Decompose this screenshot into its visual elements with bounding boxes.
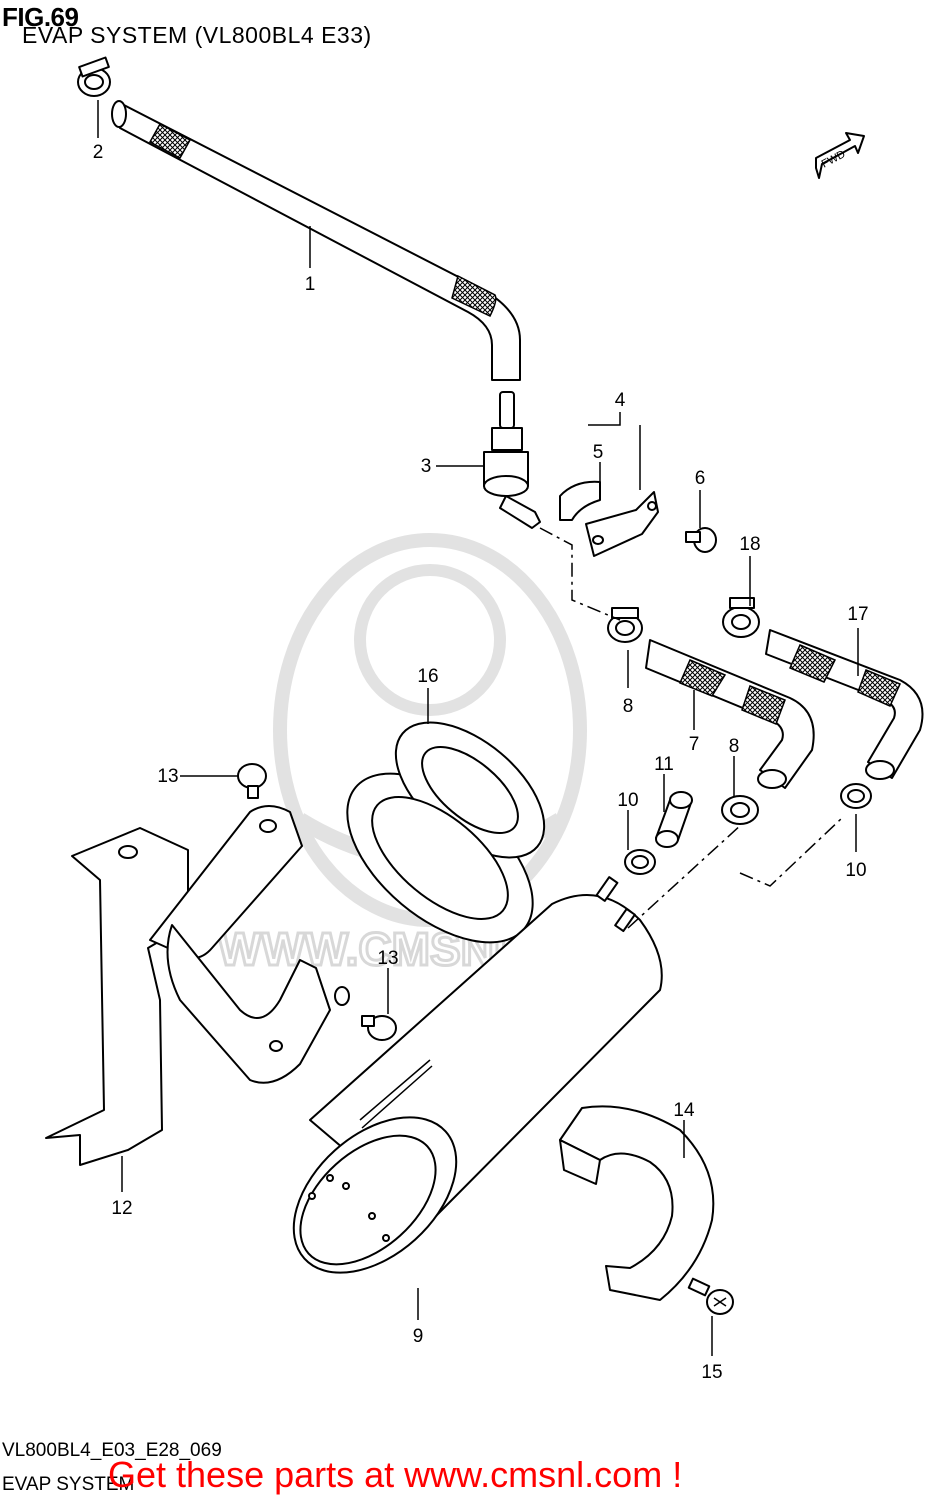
- part-label-10-right: 10: [845, 860, 866, 881]
- strap-14: [559, 1105, 715, 1301]
- part-label-10-left: 10: [617, 790, 638, 811]
- bracket-4-5: [559, 480, 659, 557]
- part-label-16: 16: [417, 666, 438, 687]
- drawing-code: VL800BL4_E03_E28_069: [2, 1440, 222, 1461]
- screw-13-lower: [361, 1015, 397, 1041]
- hose-1: [111, 100, 521, 381]
- part-label-4: 4: [615, 390, 626, 411]
- hose-17: [765, 629, 924, 780]
- grommet-16: [346, 721, 546, 944]
- part-label-5: 5: [593, 442, 604, 463]
- clamp-2: [77, 56, 111, 97]
- part-label-3: 3: [421, 456, 432, 477]
- clamp-8-upper: [607, 607, 643, 643]
- part-label-13-lower: 13: [377, 948, 398, 969]
- clamp-8-lower: [721, 795, 759, 825]
- clamp-10-right: [840, 783, 872, 809]
- part-label-14: 14: [673, 1100, 695, 1121]
- part-label-8-lower: 8: [729, 736, 740, 757]
- part-label-18: 18: [739, 534, 760, 555]
- part-labels: 2 1 3 4 5 6 18 17 8 7 8 11 10 10 16 13 1…: [93, 142, 869, 1383]
- clamp-18: [722, 597, 760, 638]
- part-label-2: 2: [93, 142, 104, 163]
- fwd-arrow-icon: FWD: [815, 132, 865, 179]
- leader-lines: [97, 100, 859, 1356]
- tube-11: [655, 791, 693, 848]
- part-label-13-upper: 13: [157, 766, 178, 787]
- canister-9: [292, 876, 663, 1274]
- part-label-6: 6: [695, 468, 706, 489]
- section-name: EVAP SYSTEM: [2, 1474, 135, 1495]
- fig-number: FIG.69: [2, 2, 79, 32]
- buy-parts-link[interactable]: Get these parts at www.cmsnl.com !: [108, 1454, 683, 1495]
- screw-13-upper: [237, 763, 267, 799]
- part-label-7: 7: [689, 734, 700, 755]
- bracket-12: [45, 805, 350, 1166]
- hose-7: [645, 639, 815, 789]
- screw-6: [685, 527, 717, 553]
- screw-15: [687, 1277, 734, 1315]
- part-label-15: 15: [701, 1362, 722, 1383]
- assembly-lines: [539, 527, 843, 929]
- part-label-9: 9: [413, 1326, 424, 1347]
- part-label-11: 11: [654, 754, 674, 775]
- part-label-1: 1: [305, 274, 316, 295]
- part-label-17: 17: [847, 604, 868, 625]
- svg-text:FWD: FWD: [820, 148, 848, 170]
- diagram-subtitle: EVAP SYSTEM (VL800BL4 E33): [22, 22, 372, 48]
- valve-3: [483, 391, 541, 529]
- part-label-8-upper: 8: [623, 696, 634, 717]
- clamp-10-left: [624, 849, 656, 875]
- part-label-12: 12: [111, 1198, 132, 1219]
